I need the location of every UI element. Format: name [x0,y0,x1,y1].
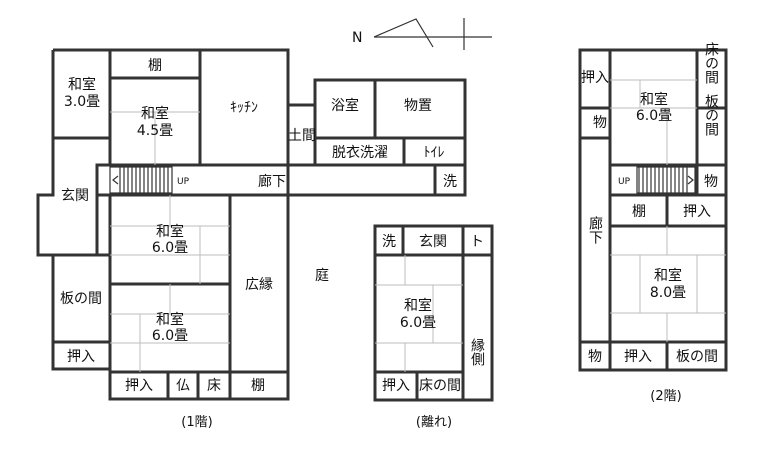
garden-label: 庭 [315,267,329,284]
room-tana-bottom: 棚 [251,378,265,394]
room-kitchen: ｷｯﾁﾝ [230,100,258,116]
f2-washitsu-8-name: 和室 [654,267,682,284]
f2-room-oshiire-mid: 押入 [683,204,711,220]
compass-rose: N [352,18,492,50]
annex-room-genkan: 玄関 [419,233,447,250]
room-washitsu-6a-name: 和室 [156,223,184,240]
room-washitsu-6b-name: 和室 [156,311,184,328]
f2-room-oshiire-top: 押入 [581,70,609,86]
floor2-caption: (2階) [650,389,681,404]
stair-treads [119,167,169,193]
annex-room-engawa: 縁側 [469,338,485,366]
f2-room-oshiire-bottom: 押入 [624,349,652,365]
stairs-arrow [687,175,694,185]
room-washitsu-45-size: 4.5畳 [137,123,173,139]
room-oshiire-left: 押入 [67,349,95,365]
f2-room-tokonoma: 床の間 [703,42,719,85]
room-washitsu-6a-size: 6.0畳 [152,240,188,256]
f2-room-itanoma-right: 板の間 [703,94,719,137]
floor2-outer-wall [578,48,728,372]
f2-washitsu-6-name: 和室 [640,91,668,108]
floor2-plan: 押入 物 和室 6.0畳 床の間 板の間 UP 物 廊下 棚 押入 和室 8.0… [578,42,728,404]
annex-room-to: ト [470,234,484,250]
room-datsui: 脱衣洗濯 [332,145,388,161]
floor2-stairs [636,166,696,194]
floor1-outer-wall [36,48,290,401]
f2-room-mono-bottom: 物 [588,349,602,365]
room-washitsu-45-name: 和室 [141,105,169,122]
room-rouka: 廊下 [258,173,286,190]
room-toilet: ﾄｲﾚ [424,145,445,161]
room-toko: 床 [207,378,221,394]
room-sen: 洗 [443,174,457,190]
north-label: N [352,30,362,46]
f2-room-mono-right: 物 [704,174,718,190]
room-yokushitsu: 浴室 [331,97,359,114]
room-tana-top: 棚 [148,58,162,74]
room-washitsu-3-name: 和室 [68,76,96,93]
floor1-up-label: UP [177,177,190,187]
floor1-stairs [109,166,173,194]
floor1-caption: (1階) [181,415,212,430]
annex-room-tokonoma: 床の間 [419,378,461,394]
annex-washitsu-name: 和室 [404,297,432,314]
room-monooki: 物置 [404,98,432,114]
room-butsu: 仏 [176,378,190,394]
annex-plan: 洗 玄関 ト 和室 6.0畳 縁側 押入 床の間 (離れ) [373,224,494,430]
room-oshiire-bottom: 押入 [125,378,153,394]
annex-room-oshiire: 押入 [382,378,410,394]
f2-room-itanoma-bottom: 板の間 [676,349,718,365]
stair-treads [638,167,688,193]
stairs-outline [636,166,696,194]
room-washitsu-3-size: 3.0畳 [64,94,100,110]
annex-outer-wall [373,224,494,402]
f2-washitsu-8-size: 8.0畳 [650,285,686,301]
stairs-arrow [112,175,119,185]
annex-room-sen: 洗 [382,234,396,250]
f2-room-tana: 棚 [632,204,646,220]
compass-arrow [373,18,434,48]
f2-room-mono-top: 物 [593,115,607,131]
f2-room-rouka: 廊下 [587,215,603,244]
floor2-up-label: UP [618,177,631,187]
corridor-wall [95,163,467,197]
room-hiroen: 広縁 [245,277,273,293]
annex-caption: (離れ) [416,415,452,430]
floor1-plan: 和室 3.0畳 棚 和室 4.5畳 ｷｯﾁﾝ 土間 浴室 物置 脱衣洗濯 ﾄｲﾚ… [36,48,467,430]
room-itanoma: 板の間 [60,291,102,307]
stairs-outline [109,166,173,194]
room-doma: 土間 [288,128,316,144]
f2-washitsu-6-size: 6.0畳 [636,108,672,124]
room-washitsu-6b-size: 6.0畳 [152,328,188,344]
room-genkan: 玄関 [61,187,89,204]
annex-washitsu-size: 6.0畳 [400,315,436,331]
